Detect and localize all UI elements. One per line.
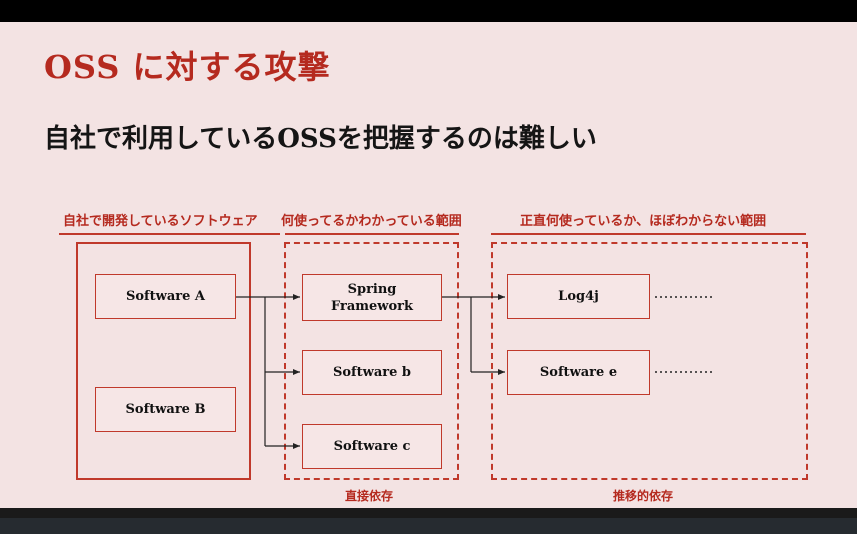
node-software-e: Software e: [507, 350, 650, 395]
node-software-c: Software c: [302, 424, 442, 469]
slide-subtitle: 自社で利用しているOSSを把握するのは難しい: [44, 124, 597, 154]
video-control-strip: [0, 518, 857, 534]
section-label-known: 何使ってるかわかっている範囲: [281, 214, 462, 229]
section-underline-own: [59, 233, 280, 235]
node-log4j: Log4j: [507, 274, 650, 319]
footer-direct-dependency: 直接依存: [345, 489, 394, 503]
section-label-unknown: 正直何使っているか、ほぼわからない範囲: [520, 214, 767, 229]
slide-title: OSS に対する攻撃: [44, 48, 331, 86]
section-label-own: 自社で開発しているソフトウェア: [63, 214, 258, 229]
node-software-b: Software B: [95, 387, 236, 432]
section-underline-known: [285, 233, 459, 235]
section-underline-unknown: [491, 233, 806, 235]
direct-dependency-group: [284, 242, 459, 480]
node-software-a: Software A: [95, 274, 236, 319]
transitive-dependency-group: [491, 242, 808, 480]
node-software-b-lower: Software b: [302, 350, 442, 395]
node-spring-framework: Spring Framework: [302, 274, 442, 321]
own-software-group: [76, 242, 251, 480]
footer-transitive-dependency: 推移的依存: [613, 489, 674, 503]
